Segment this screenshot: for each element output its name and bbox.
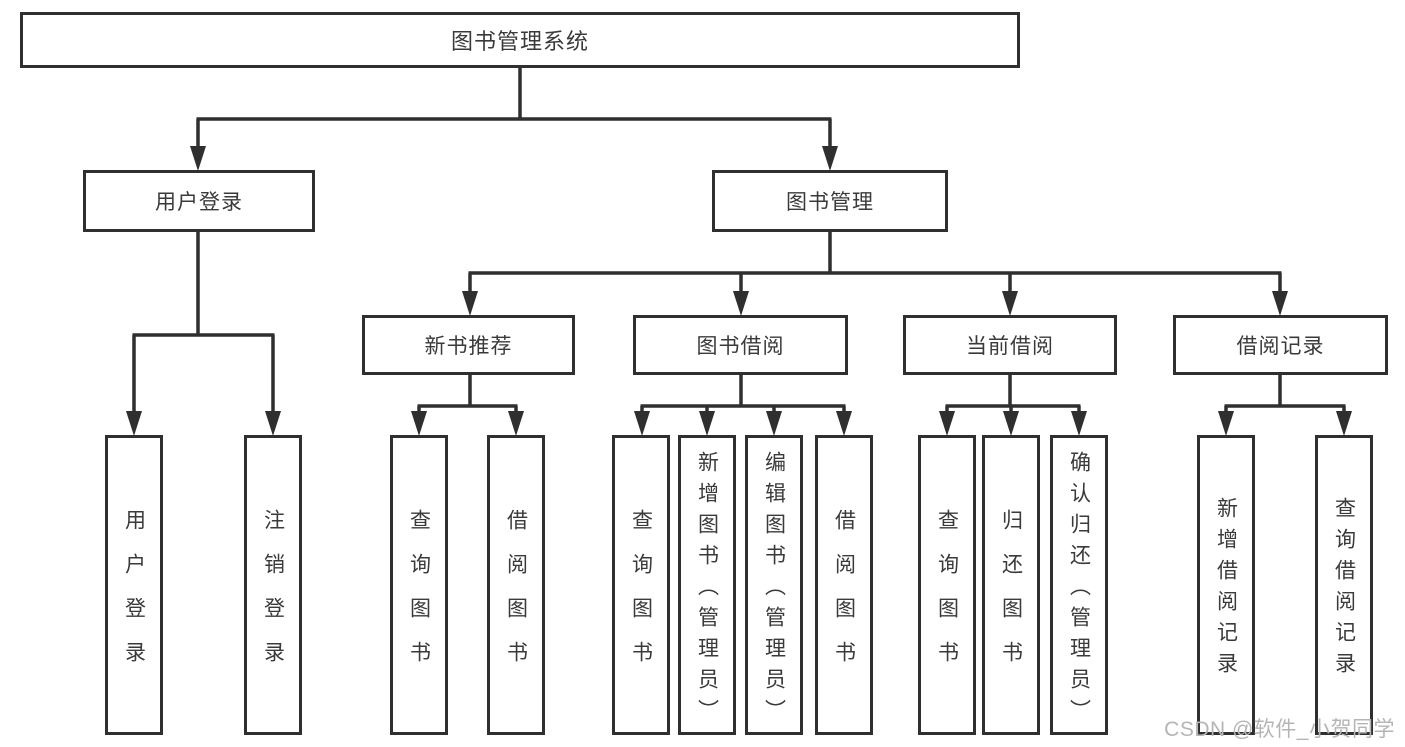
leaf-user-login-label: 用户登录 [122, 508, 146, 685]
user-login-node: 用户登录 [83, 170, 315, 232]
book-borrow-label: 图书借阅 [696, 335, 785, 358]
leaf-logout-login-label: 注销登录 [261, 508, 285, 685]
leaf-record-query: 查询借阅记录 [1315, 435, 1373, 735]
book-management-node: 图书管理 [712, 170, 948, 232]
arrowheads [126, 146, 1352, 436]
leaf-current-return-book-label: 归还图书 [999, 508, 1023, 685]
leaf-borrow-query-book-label: 查询图书 [629, 508, 653, 685]
leaf-borrow-borrow-book-label: 借阅图书 [832, 508, 856, 685]
leaf-recommend-borrow-book: 借阅图书 [487, 435, 545, 735]
leaf-current-query-book: 查询图书 [918, 435, 976, 735]
leaf-borrow-add-book-label: 新增图书（管理员） [695, 450, 719, 730]
leaf-current-confirm-return-label: 确认归还（管理员） [1067, 450, 1091, 730]
leaf-logout-login: 注销登录 [244, 435, 302, 735]
leaf-record-query-label: 查询借阅记录 [1332, 497, 1356, 683]
leaf-recommend-borrow-book-label: 借阅图书 [504, 508, 528, 685]
book-management-node-label: 图书管理 [786, 191, 874, 214]
leaf-current-query-book-label: 查询图书 [935, 508, 959, 685]
leaf-borrow-edit-book: 编辑图书（管理员） [745, 435, 803, 735]
book-borrow-node: 图书借阅 [633, 315, 848, 375]
borrow-record-label: 借阅记录 [1236, 335, 1325, 358]
leaf-borrow-add-book: 新增图书（管理员） [678, 435, 736, 735]
leaf-user-login: 用户登录 [105, 435, 163, 735]
new-book-recommend-node: 新书推荐 [362, 315, 575, 375]
current-borrow-node: 当前借阅 [903, 315, 1117, 375]
leaf-borrow-query-book: 查询图书 [612, 435, 670, 735]
current-borrow-label: 当前借阅 [966, 335, 1054, 358]
leaf-borrow-borrow-book: 借阅图书 [815, 435, 873, 735]
leaf-borrow-edit-book-label: 编辑图书（管理员） [762, 450, 786, 730]
root-node: 图书管理系统 [20, 12, 1020, 68]
leaf-recommend-query-book: 查询图书 [390, 435, 448, 735]
leaf-current-return-book: 归还图书 [982, 435, 1040, 735]
leaf-record-add: 新增借阅记录 [1197, 435, 1255, 735]
leaf-recommend-query-book-label: 查询图书 [407, 508, 431, 685]
leaf-record-add-label: 新增借阅记录 [1214, 497, 1238, 683]
new-book-recommend-label: 新书推荐 [424, 335, 513, 358]
leaf-current-confirm-return: 确认归还（管理员） [1050, 435, 1108, 735]
borrow-record-node: 借阅记录 [1173, 315, 1388, 375]
root-node-label: 图书管理系统 [450, 29, 589, 54]
user-login-node-label: 用户登录 [155, 191, 243, 214]
